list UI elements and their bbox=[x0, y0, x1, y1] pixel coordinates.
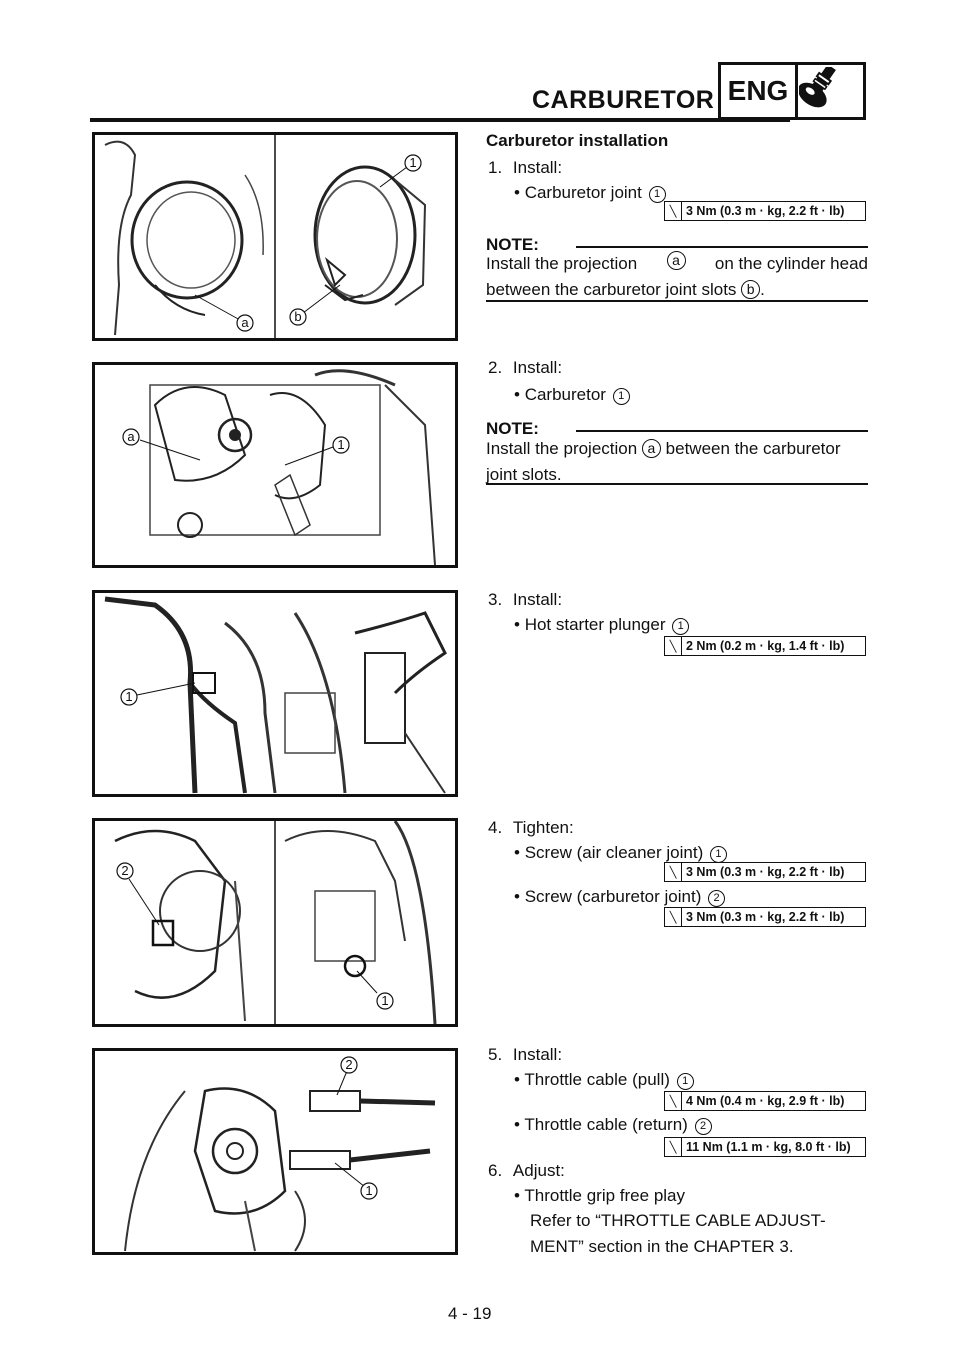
page-title: CARBURETOR bbox=[532, 86, 715, 114]
figure-carburetor: a 1 bbox=[92, 362, 458, 568]
note-text: Install the projection a on the cylinder… bbox=[486, 251, 868, 299]
note-ref: a bbox=[666, 251, 686, 270]
note-label: NOTE: bbox=[486, 235, 539, 254]
wrench-socket-icon bbox=[798, 65, 863, 117]
torque-spec: ╲ 3 Nm (0.3 m · kg, 2.2 ft · lb) bbox=[664, 862, 866, 882]
figure-label-b: b bbox=[294, 309, 301, 324]
torque-wrench-icon: ╲ bbox=[665, 1138, 682, 1156]
figure-throttle-cables: 2 1 bbox=[92, 1048, 458, 1255]
step-2: 2. Install: bbox=[488, 358, 563, 377]
section-tab: ENG bbox=[718, 62, 866, 120]
figure-label-2: 2 bbox=[345, 1057, 352, 1072]
step-4: 4. Tighten: bbox=[488, 818, 574, 837]
figure-label-1: 1 bbox=[365, 1183, 372, 1198]
figure-hot-starter-plunger: 1 bbox=[92, 590, 458, 797]
step-6-item: • Throttle grip free play bbox=[514, 1186, 686, 1205]
step-5: 5. Install: bbox=[488, 1045, 563, 1064]
note-rule bbox=[576, 246, 868, 248]
figure-screws: 2 1 bbox=[92, 818, 458, 1027]
item-label: Carburetor joint bbox=[524, 183, 642, 202]
torque-wrench-icon: ╲ bbox=[665, 863, 682, 881]
figure-label-1: 1 bbox=[409, 155, 416, 170]
step-5-item-2: • Throttle cable (return) 2 bbox=[514, 1112, 712, 1138]
note-label: NOTE: bbox=[486, 419, 539, 438]
step-4-item-2: • Screw (carburetor joint) 2 bbox=[514, 884, 726, 910]
step-6: 6. Adjust: bbox=[488, 1161, 565, 1180]
item-ref: 1 bbox=[648, 186, 666, 203]
torque-spec: ╲ 4 Nm (0.4 m · kg, 2.9 ft · lb) bbox=[664, 1091, 866, 1111]
torque-value: 3 Nm (0.3 m · kg, 2.2 ft · lb) bbox=[686, 204, 845, 218]
torque-wrench-icon: ╲ bbox=[665, 1092, 682, 1110]
step-3: 3. Install: bbox=[488, 590, 563, 609]
figure-carburetor-joint: 1 a b bbox=[92, 132, 458, 341]
torque-wrench-icon: ╲ bbox=[665, 908, 682, 926]
torque-wrench-icon: ╲ bbox=[665, 637, 682, 655]
step-6-reference: Refer to “THROTTLE CABLE ADJUST- MENT” s… bbox=[530, 1211, 826, 1256]
figure-label-2: 2 bbox=[121, 863, 128, 878]
note-text: Install the projection a between the car… bbox=[486, 439, 841, 484]
section-label: ENG bbox=[721, 65, 798, 117]
step-2-item: • Carburetor 1 bbox=[514, 382, 630, 408]
torque-spec: ╲ 2 Nm (0.2 m · kg, 1.4 ft · lb) bbox=[664, 636, 866, 656]
step-1-item: • Carburetor joint 1 bbox=[514, 180, 666, 206]
note-rule bbox=[486, 483, 868, 485]
torque-spec: ╲ 3 Nm (0.3 m · kg, 2.2 ft · lb) bbox=[664, 907, 866, 927]
figure-label-1: 1 bbox=[337, 437, 344, 452]
figure-label-1: 1 bbox=[125, 689, 132, 704]
torque-spec: ╲ 3 Nm (0.3 m · kg, 2.2 ft · lb) bbox=[664, 201, 866, 221]
torque-spec: ╲ 11 Nm (1.1 m · kg, 8.0 ft · lb) bbox=[664, 1137, 866, 1157]
figure-label-a: a bbox=[241, 315, 249, 330]
step-number: 1. bbox=[488, 158, 503, 177]
step-4-item-1: • Screw (air cleaner joint) 1 bbox=[514, 840, 727, 866]
figure-label-1: 1 bbox=[381, 993, 388, 1008]
header-rule bbox=[90, 118, 790, 122]
step-5-item-1: • Throttle cable (pull) 1 bbox=[514, 1067, 694, 1093]
note-rule bbox=[486, 300, 868, 302]
section-heading: Carburetor installation bbox=[486, 131, 669, 150]
figure-label-a: a bbox=[127, 429, 135, 444]
note-rule bbox=[576, 430, 868, 432]
step-1: 1. Install: bbox=[488, 155, 562, 181]
step-3-item: • Hot starter plunger 1 bbox=[514, 612, 690, 638]
note-ref: b bbox=[741, 280, 761, 299]
step-verb: Install: bbox=[512, 158, 563, 177]
torque-wrench-icon: ╲ bbox=[665, 202, 682, 220]
page-number: 4 - 19 bbox=[448, 1304, 492, 1323]
